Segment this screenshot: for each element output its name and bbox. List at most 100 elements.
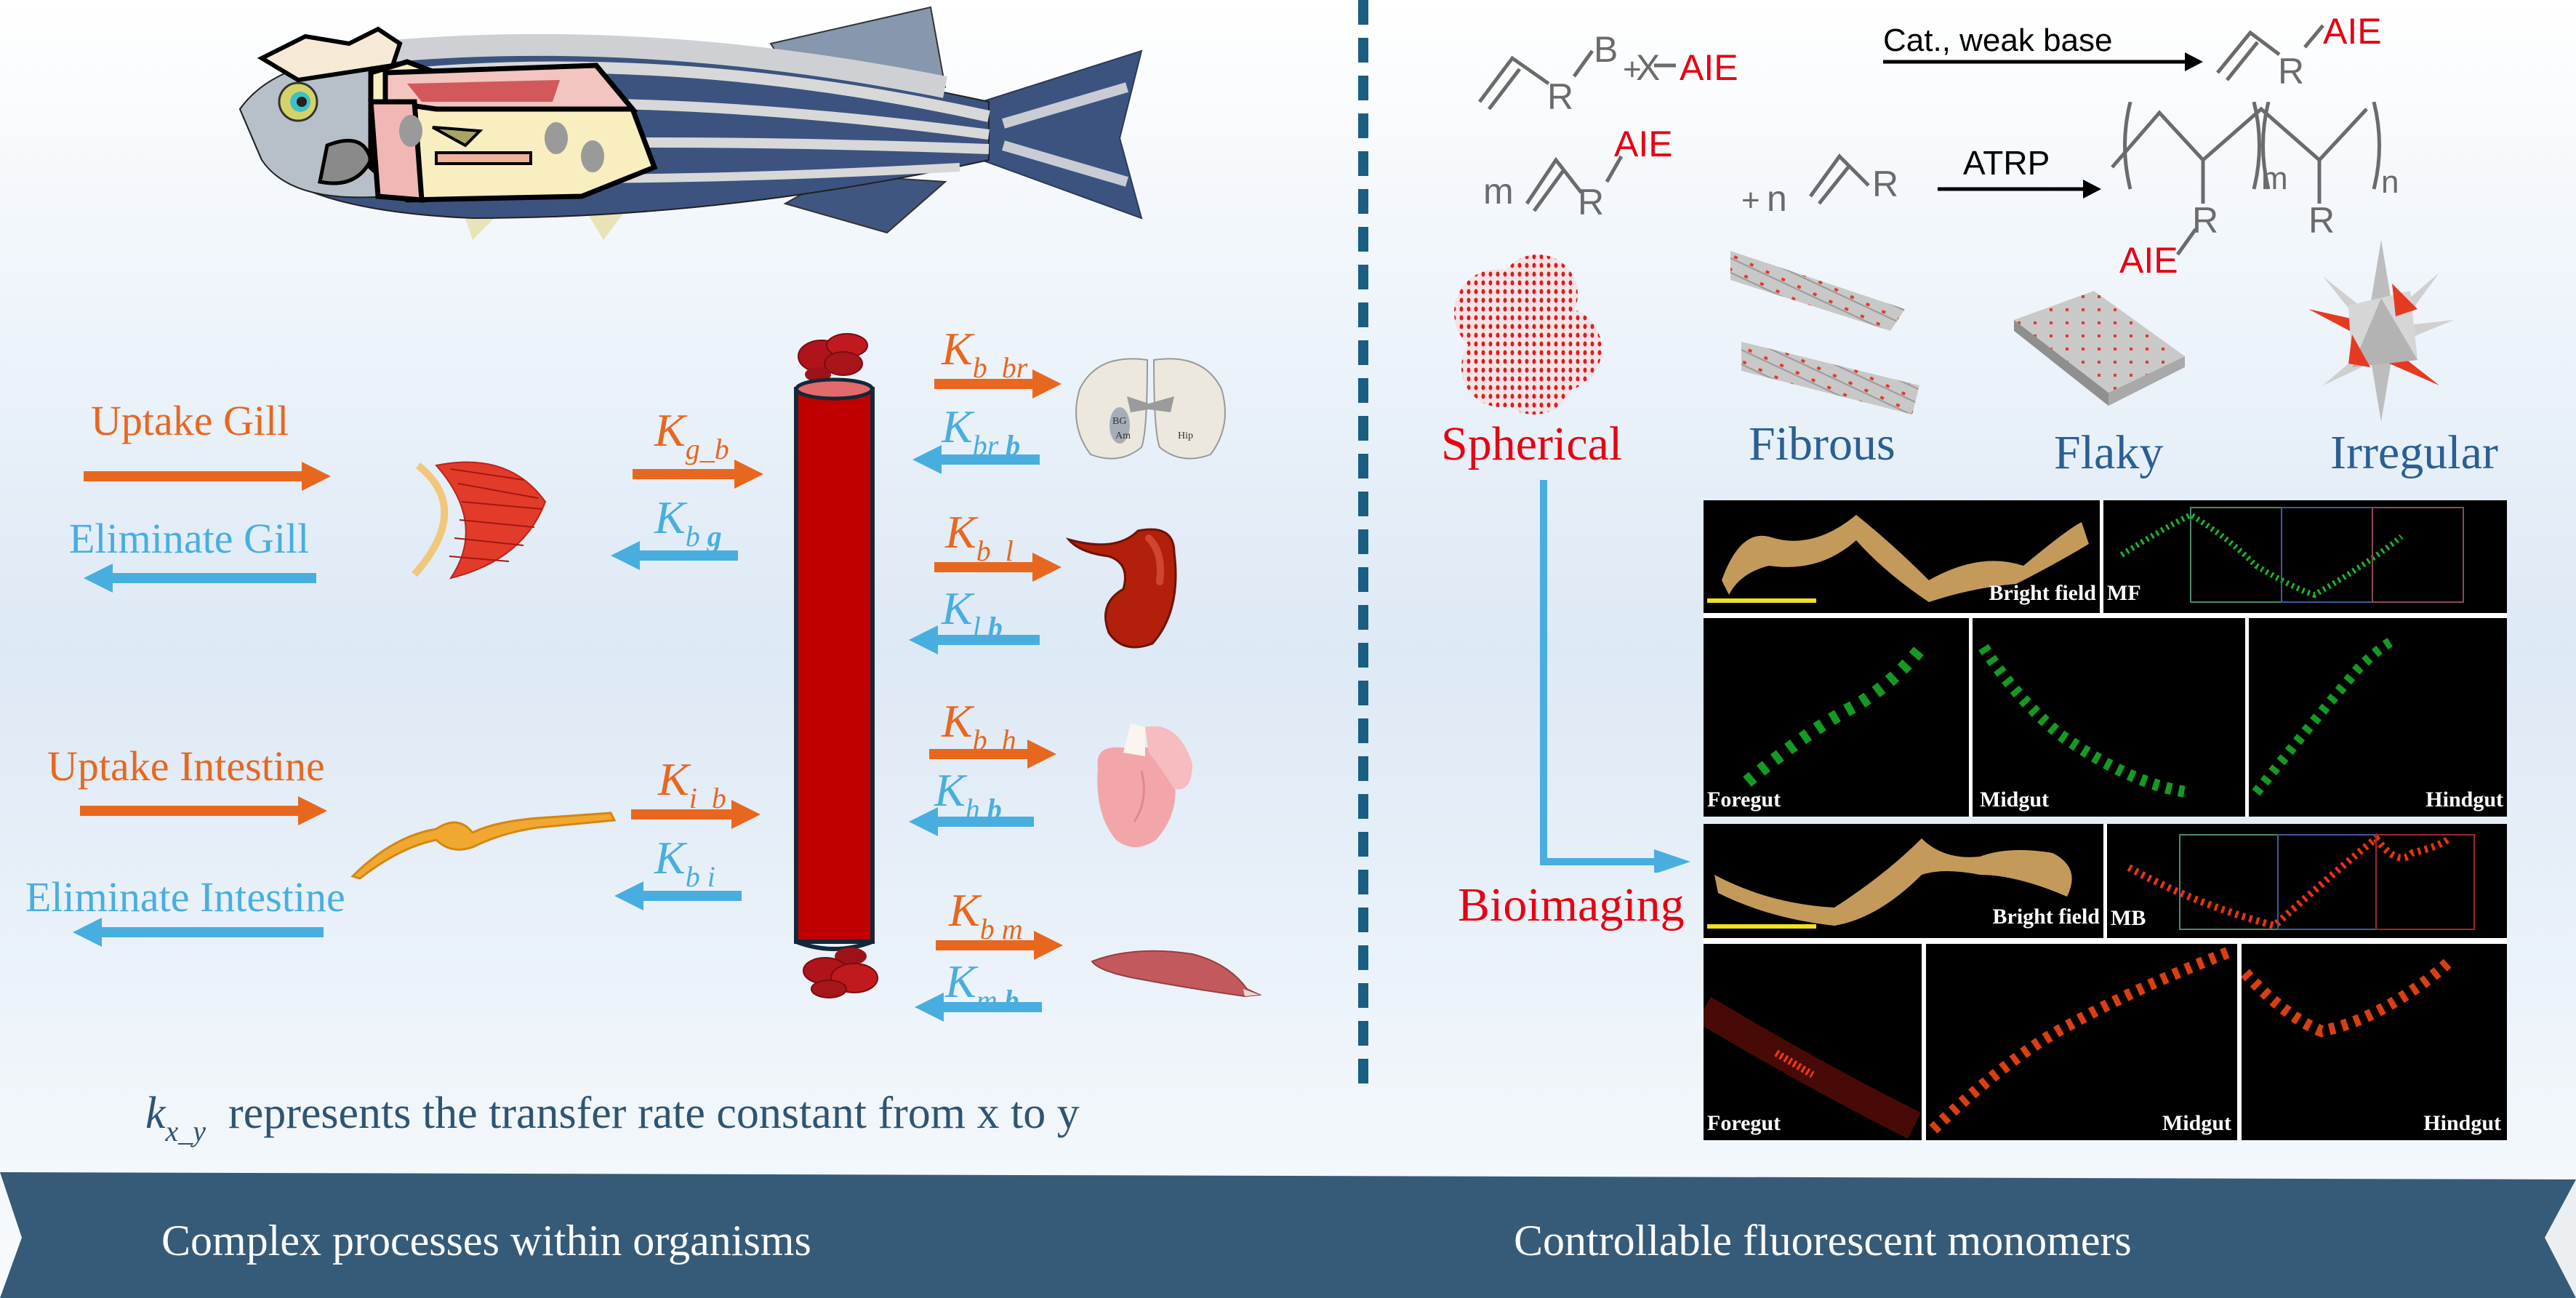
blood-vessel bbox=[794, 333, 878, 998]
irregular-shape-icon bbox=[2308, 240, 2454, 422]
green-foregut-image: Foregut bbox=[1704, 618, 1969, 817]
green-midgut-image: Midgut bbox=[1973, 618, 2245, 817]
k-m-b-arrow bbox=[915, 993, 1042, 1022]
uptake-gill-label: Uptake Gill bbox=[91, 397, 289, 444]
gill-illustration bbox=[412, 461, 547, 580]
shape-label-flaky: Flaky bbox=[2054, 426, 2164, 479]
coefficient-n: n bbox=[1767, 178, 1787, 219]
reaction-1: R B + X AIE Cat., weak base R AIE bbox=[1478, 15, 2382, 117]
coefficient-m: m bbox=[1483, 171, 1514, 212]
rate-constant-legend: kx_y represents the transfer rate consta… bbox=[145, 1089, 1080, 1146]
k-b-l-arrow bbox=[934, 553, 1062, 582]
red-foregut-label: Foregut bbox=[1707, 1111, 1781, 1135]
green-bright-field-label: Bright field bbox=[1989, 581, 2097, 605]
k-b-m-label: Kb m bbox=[949, 884, 1023, 945]
green-hindgut-image: Hindgut bbox=[2249, 618, 2507, 817]
k-b-l-label: Kb l bbox=[945, 506, 1014, 567]
reaction-2-conditions: ATRP bbox=[1963, 144, 2050, 182]
uptake-intestine-arrow bbox=[80, 796, 327, 825]
polymer-n: n bbox=[2381, 164, 2399, 200]
k-b-h-arrow bbox=[929, 740, 1056, 769]
polymer-r1: R bbox=[2192, 200, 2218, 241]
green-mf-image: MF bbox=[2103, 500, 2507, 613]
k-g-b-arrow bbox=[633, 460, 763, 489]
red-bright-field-label: Bright field bbox=[1992, 905, 2100, 929]
green-hindgut-label: Hindgut bbox=[2425, 788, 2503, 812]
red-hindgut-label: Hindgut bbox=[2423, 1111, 2501, 1135]
eliminate-intestine-arrow bbox=[73, 918, 324, 947]
fibrous-shape-icon bbox=[1730, 251, 1919, 414]
red-foregut-image: Foregut bbox=[1704, 944, 1922, 1140]
heart-illustration bbox=[1097, 724, 1192, 847]
uptake-intestine-label: Uptake Intestine bbox=[47, 742, 325, 790]
spherical-shape-icon bbox=[1454, 255, 1602, 414]
x-group: X bbox=[1636, 47, 1660, 88]
red-hindgut-image: Hindgut bbox=[2242, 944, 2507, 1140]
liver-illustration bbox=[1065, 528, 1177, 649]
reaction-1-conditions: Cat., weak base bbox=[1883, 23, 2113, 58]
red-channel-label: MB bbox=[2111, 906, 2146, 930]
zebrafish-illustration bbox=[238, 6, 1143, 240]
uptake-gill-arrow bbox=[84, 462, 331, 491]
reactant-r: R bbox=[1547, 76, 1573, 117]
k-h-b-arrow bbox=[909, 807, 1034, 836]
k-g-b-label: Kg_b bbox=[654, 404, 729, 465]
plus-sign: + bbox=[1623, 52, 1642, 87]
shape-label-spherical: Spherical bbox=[1441, 417, 1623, 470]
bioimaging-connector-arrow bbox=[1540, 480, 1690, 873]
bioimaging-label: Bioimaging bbox=[1458, 878, 1685, 932]
aie-label-2: AIE bbox=[2323, 15, 2382, 52]
k-b-g-label: Kb g bbox=[654, 492, 722, 553]
aie-label-4: AIE bbox=[2119, 240, 2178, 281]
green-foregut-label: Foregut bbox=[1707, 788, 1781, 812]
brain-illustration: BG Am Hip bbox=[1069, 353, 1232, 465]
k-br-b-label: Kbr b bbox=[942, 401, 1021, 462]
left-section-title: Complex processes within organisms bbox=[161, 1217, 811, 1265]
section-divider bbox=[1358, 0, 1368, 1091]
k-b-br-arrow bbox=[934, 369, 1062, 398]
footer-banner bbox=[0, 1172, 2576, 1298]
right-section-title: Controllable fluorescent monomers bbox=[1514, 1217, 2132, 1265]
flaky-shape-icon bbox=[2014, 291, 2185, 406]
brain-label-hip: Hip bbox=[1178, 430, 1193, 441]
eliminate-intestine-label: Eliminate Intestine bbox=[25, 873, 345, 921]
green-channel-label: MF bbox=[2107, 581, 2141, 605]
legend-text: represents the transfer rate constant fr… bbox=[228, 1089, 1080, 1138]
k-b-i-arrow bbox=[614, 881, 742, 910]
brain-label-bg: BG bbox=[1112, 416, 1126, 427]
k-l-b-label: Kl b bbox=[942, 582, 1003, 644]
comonomer-r: R bbox=[1872, 164, 1898, 204]
k-b-i-label: Kb i bbox=[654, 832, 715, 893]
k-i-b-arrow bbox=[631, 800, 761, 829]
polymer-m: m bbox=[2261, 161, 2288, 196]
red-blood-cells-top bbox=[798, 333, 868, 382]
k-m-b-label: Km b bbox=[945, 956, 1019, 1017]
legend-subscript: x_y bbox=[165, 1115, 206, 1147]
reactant-b: B bbox=[1594, 29, 1618, 70]
muscle-illustration bbox=[1091, 950, 1261, 998]
intestine-illustration bbox=[350, 812, 617, 880]
eliminate-gill-arrow bbox=[84, 564, 316, 593]
aie-label-3: AIE bbox=[1614, 124, 1673, 164]
shape-label-irregular: Irregular bbox=[2330, 426, 2498, 479]
k-br-b-arrow bbox=[912, 445, 1040, 474]
green-midgut-label: Midgut bbox=[1980, 788, 2050, 812]
red-bright-field-image: Bright field bbox=[1704, 824, 2103, 938]
k-l-b-arrow bbox=[909, 625, 1040, 654]
legend-symbol: k bbox=[145, 1089, 166, 1138]
k-h-b-label: Kh b bbox=[934, 764, 1002, 825]
eliminate-gill-label: Eliminate Gill bbox=[69, 515, 310, 562]
aie-label-1: AIE bbox=[1680, 47, 1738, 88]
red-midgut-image: Midgut bbox=[1926, 944, 2237, 1140]
microscopy-green-panel: Bright field MF Foregut Midgut Hindgut bbox=[1704, 500, 2507, 817]
shape-label-fibrous: Fibrous bbox=[1749, 417, 1895, 470]
reaction-2: m R AIE + n R ATRP m n R R AIE bbox=[1483, 102, 2399, 281]
k-b-br-label: Kb br bbox=[942, 323, 1028, 384]
k-i-b-label: Ki_b bbox=[658, 753, 726, 814]
k-b-g-arrow bbox=[611, 541, 738, 570]
plus-sign-2: + bbox=[1741, 183, 1760, 218]
red-blood-cells-bottom bbox=[803, 948, 878, 998]
product-r: R bbox=[2278, 51, 2304, 92]
red-mb-image: MB bbox=[2107, 824, 2507, 938]
red-midgut-label: Midgut bbox=[2162, 1111, 2231, 1135]
